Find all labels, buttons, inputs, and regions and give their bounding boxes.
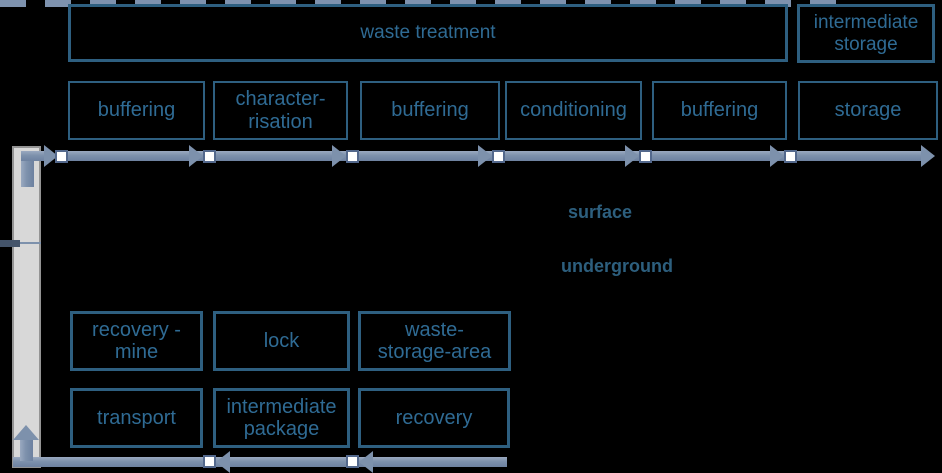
- surface-underground-boundary-dashed-line: [0, 0, 845, 7]
- flow-arrowhead-right-icon: [44, 145, 58, 167]
- connector-node: [203, 150, 216, 163]
- connector-node: [346, 150, 359, 163]
- flow-arrowhead-left-icon: [216, 451, 230, 473]
- station-buffering-3: buffering: [652, 81, 787, 140]
- boundary-line-across-shaft: [12, 242, 41, 244]
- underground-recovery-mine-box: recovery - mine: [70, 311, 203, 371]
- station-storage: storage: [798, 81, 938, 140]
- underground-recovery-box: recovery: [358, 388, 510, 448]
- boundary-dash-dark-segment: [0, 240, 20, 247]
- underground-zone-label: underground: [561, 256, 673, 276]
- underground-intermediate-package-box: intermediate package: [213, 388, 350, 448]
- connector-node: [55, 150, 68, 163]
- flow-arrowhead-left-icon: [359, 451, 373, 473]
- flow-arrowhead-right-icon: [921, 145, 935, 167]
- connector-node: [346, 455, 359, 468]
- flow-arrowhead-right-icon: [332, 145, 346, 167]
- flow-arrowhead-right-icon: [770, 145, 784, 167]
- flow-arrowhead-right-icon: [625, 145, 639, 167]
- station-buffering-1: buffering: [68, 81, 205, 140]
- flow-arrowhead-right-icon: [478, 145, 492, 167]
- intermediate-storage-box: intermediate storage: [797, 4, 935, 63]
- surface-zone-label: surface: [568, 202, 633, 222]
- shaft-to-surface-flow-bar: [21, 151, 46, 161]
- connector-node: [492, 150, 505, 163]
- underground-transport-box: transport: [70, 388, 203, 448]
- underground-to-shaft-flow-stem: [20, 439, 33, 461]
- waste-treatment-box: waste treatment: [68, 4, 788, 62]
- station-conditioning: conditioning: [505, 81, 642, 140]
- underground-conveyor-bar: [13, 457, 507, 467]
- connector-node: [639, 150, 652, 163]
- station-buffering-2: buffering: [360, 81, 500, 140]
- shaft: [12, 146, 41, 468]
- connector-node: [784, 150, 797, 163]
- underground-lock-box: lock: [213, 311, 350, 371]
- station-characterisation: character- risation: [213, 81, 348, 140]
- underground-waste-storage-area-box: waste- storage-area: [358, 311, 511, 371]
- connector-node: [203, 455, 216, 468]
- flow-arrowhead-right-icon: [189, 145, 203, 167]
- flow-arrowhead-up-icon: [13, 425, 39, 440]
